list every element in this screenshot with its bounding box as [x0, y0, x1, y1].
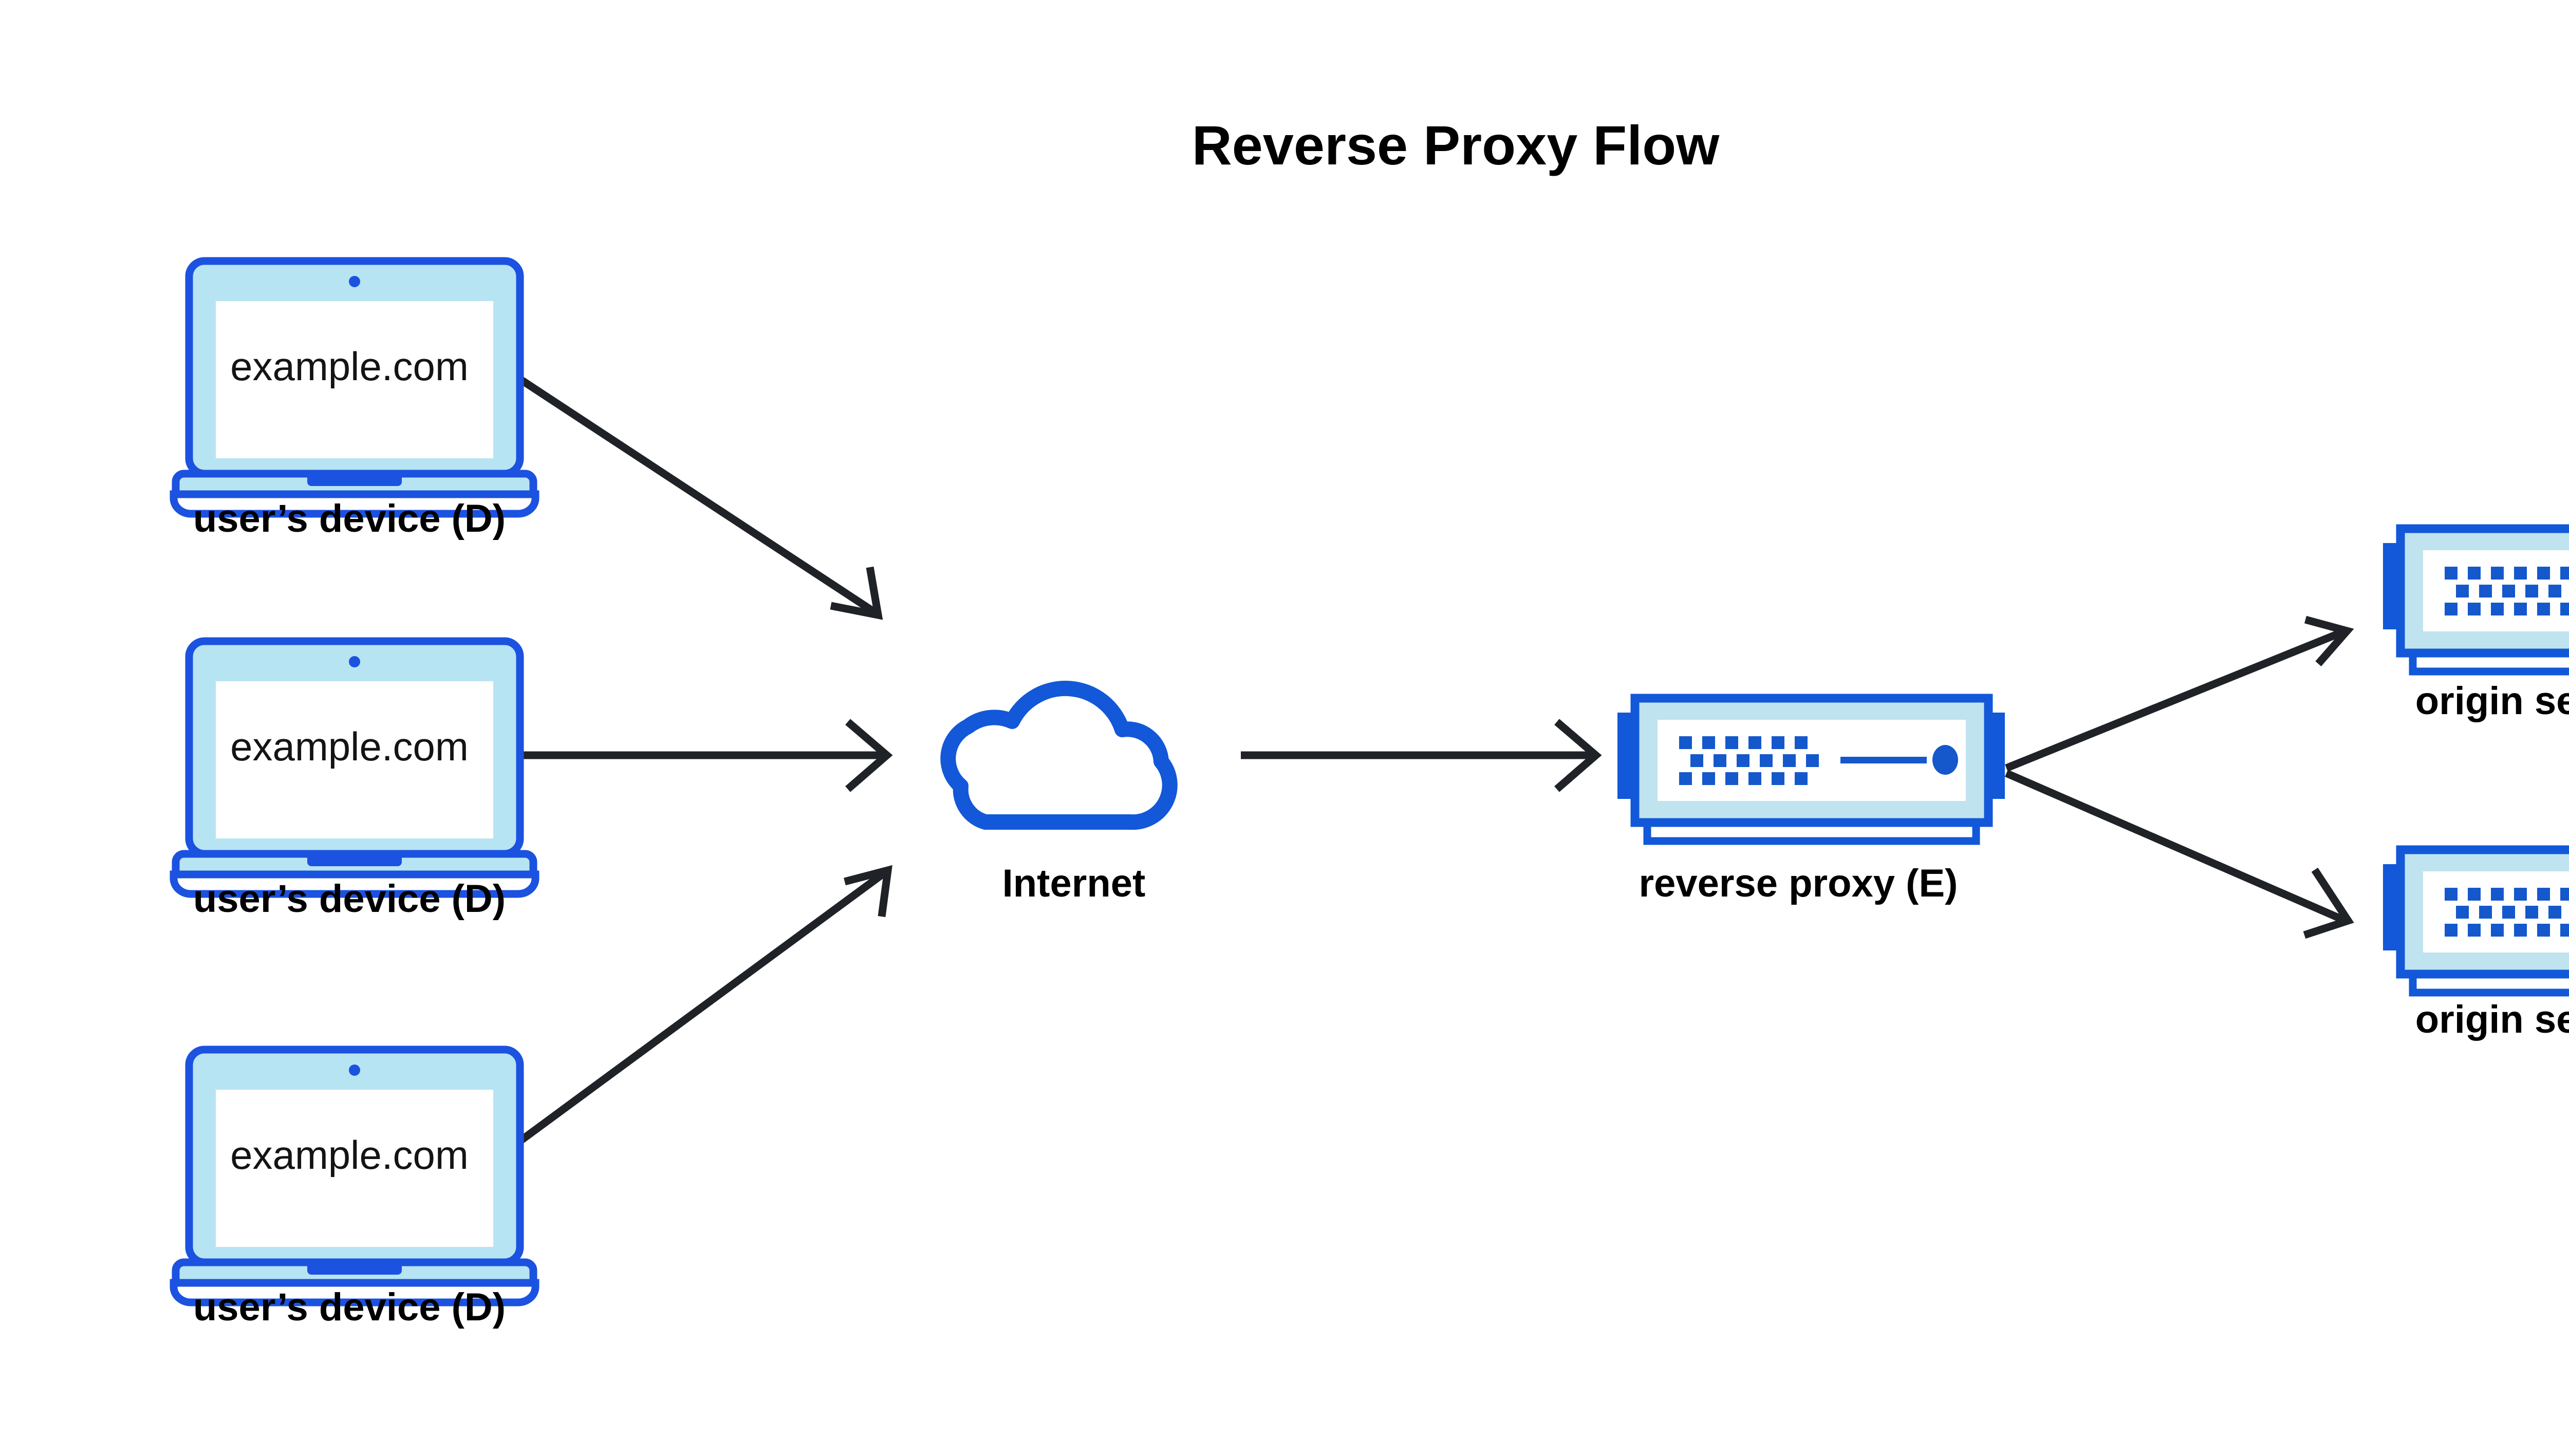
arrowhead-icon — [845, 719, 893, 792]
edge-proxy-origin-top — [2005, 615, 2354, 772]
node-internet[interactable]: Internet — [948, 688, 1169, 905]
origin-server-label: origin server (F) — [2415, 998, 2569, 1041]
reverse-proxy-label: reverse proxy (E) — [1639, 862, 1958, 905]
server-icon — [2383, 850, 2569, 993]
arrowhead-icon — [830, 566, 883, 620]
origin-server-label: origin server (F) — [2415, 679, 2569, 723]
node-device-middle[interactable]: example.com user’s device (D) — [174, 641, 535, 921]
node-device-top[interactable]: example.com user’s device (D) — [174, 261, 535, 540]
edges-layer — [509, 371, 2354, 1149]
arrowhead-icon — [844, 865, 892, 917]
device-screen-url: example.com — [230, 344, 469, 389]
cloud-icon — [948, 688, 1169, 822]
edge-internet-proxy — [1241, 719, 1602, 792]
device-label: user’s device (D) — [193, 1285, 506, 1329]
arrowhead-icon — [2304, 615, 2354, 666]
device-screen-url: example.com — [230, 724, 469, 769]
arrowhead-icon — [1554, 719, 1602, 792]
device-label: user’s device (D) — [193, 877, 506, 921]
edge-proxy-origin-bottom — [2005, 770, 2354, 939]
edge-device-top-internet — [511, 371, 883, 620]
node-device-bottom[interactable]: example.com user’s device (D) — [174, 1050, 535, 1329]
server-icon — [2383, 529, 2569, 671]
device-screen-url: example.com — [230, 1132, 469, 1178]
internet-label: Internet — [1002, 862, 1146, 905]
node-origin-server-top[interactable]: origin server (F) — [2383, 529, 2569, 723]
device-label: user’s device (D) — [193, 497, 506, 540]
server-icon — [1617, 698, 2005, 841]
arrowhead-icon — [2303, 867, 2354, 939]
page-title: Reverse Proxy Flow — [1192, 114, 1720, 176]
node-origin-server-bottom[interactable]: origin server (F) — [2383, 850, 2569, 1041]
edge-device-middle-internet — [509, 719, 893, 792]
edge-device-bottom-internet — [511, 865, 892, 1149]
node-reverse-proxy[interactable]: reverse proxy (E) — [1617, 698, 2005, 905]
